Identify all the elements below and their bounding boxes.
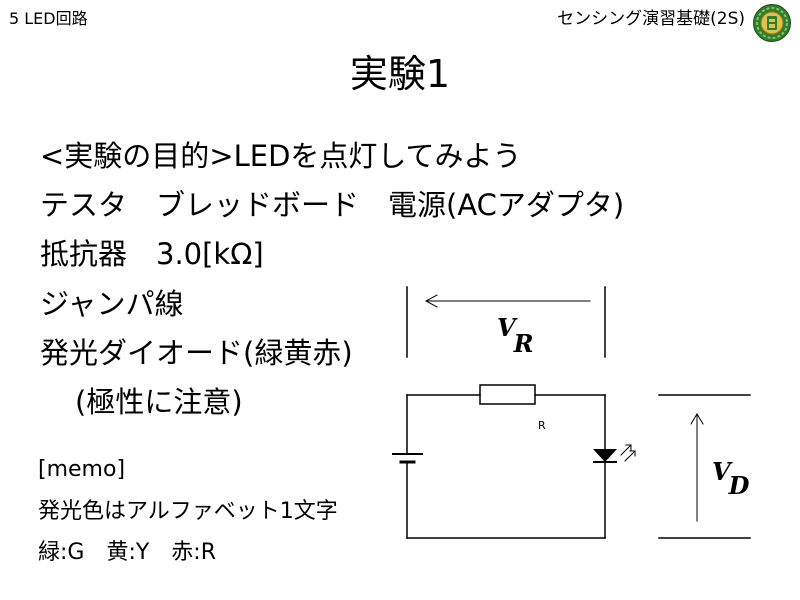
resistor-symbol: [479, 384, 536, 405]
vr-arrow-head: [424, 294, 438, 308]
led-light-arrow-head: [625, 444, 632, 451]
section-title: 5 LED回路: [9, 9, 88, 28]
emblem-center-detail-2: [769, 24, 775, 28]
vd-label-main: V: [712, 457, 733, 486]
item-jumper-wire: ジャンパ線: [40, 286, 184, 321]
item-list: <実験の目的>LEDを点灯してみよう テスタ ブレッドボード 電源(ACアダプタ…: [40, 132, 624, 427]
item-polarity-note: (極性に注意): [75, 385, 243, 420]
vd-arrow-head: [690, 413, 704, 425]
vd-label: VD: [712, 457, 750, 500]
emblem-leaf-ring: [756, 7, 788, 39]
item-led: 発光ダイオード(緑黄赤): [40, 335, 353, 370]
memo-line: 発光色はアルファベット1文字: [38, 498, 338, 524]
item-objective: <実験の目的>LEDを点灯してみよう: [40, 139, 522, 173]
item-resistor: 抵抗器 3.0[kΩ]: [40, 237, 264, 272]
course-title: センシング演習基礎(2S): [557, 9, 745, 29]
led-diode-triangle: [593, 449, 617, 462]
school-emblem-icon: [753, 4, 791, 42]
memo-block: [memo] 発光色はアルファベット1文字 緑:G 黄:Y 赤:R: [38, 449, 338, 574]
vr-label-main: V: [497, 313, 518, 342]
led-light-arrow-shaft: [624, 450, 636, 462]
slide-title: 実験1: [349, 52, 451, 96]
emblem-center-detail: [769, 19, 775, 22]
memo-line: 緑:G 黄:Y 赤:R: [38, 540, 217, 565]
led-light-arrow-shaft: [620, 444, 632, 456]
led-light-arrow-head: [629, 450, 636, 457]
vd-label-sub: D: [728, 471, 750, 500]
vr-label-sub: R: [513, 329, 534, 358]
memo-heading: [memo]: [38, 457, 126, 482]
resistor-label: R: [538, 419, 546, 432]
item-equipment: テスタ ブレッドボード 電源(ACアダプタ): [40, 188, 625, 223]
